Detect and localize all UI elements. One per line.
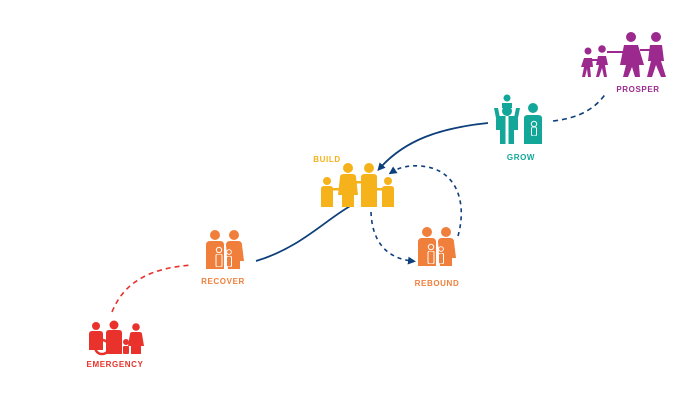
family-of-four-icon [418, 227, 456, 266]
stage-label-rebound: REBOUND [414, 279, 460, 288]
connector-grow-build [377, 122, 489, 171]
parents-with-children-icon [494, 94, 542, 144]
stage-label-grow: GROW [506, 153, 536, 162]
family-holding-hands-icon [321, 163, 394, 207]
family-of-four-icon [206, 230, 244, 269]
stage-label-prosper: PROSPER [616, 85, 660, 94]
family-with-wheelchair-icon [89, 320, 144, 356]
connector-build-rebound [370, 211, 416, 265]
stage-label-emergency: EMERGENCY [86, 360, 144, 369]
stage-label-recover: RECOVER [201, 277, 245, 286]
connector-rebound-build [388, 165, 462, 237]
connector-recover-build [255, 204, 353, 262]
stage-label-build: BUILD [313, 155, 341, 164]
connector-grow-prosper [552, 92, 607, 122]
family-walking-icon [581, 32, 666, 77]
connector-emergency-recover [111, 264, 193, 313]
